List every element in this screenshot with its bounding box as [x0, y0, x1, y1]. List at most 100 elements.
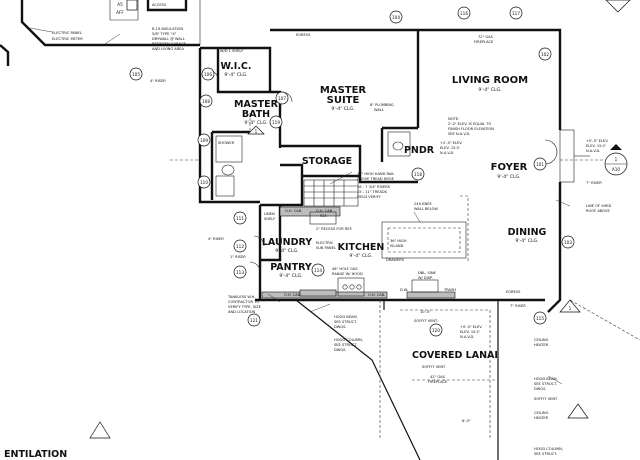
tag-bubble	[269, 115, 283, 129]
note-riser-4b: 4" RISER	[208, 237, 224, 241]
ceiling-laundry: 9'-4" CLG.	[275, 248, 298, 254]
tag-bubble	[561, 235, 575, 249]
note-hood-column-1: HOOD COLUMN,	[334, 338, 363, 342]
note-ceiling-heater-3: CEILING	[534, 411, 549, 415]
garage-outline	[0, 0, 201, 66]
note-handrail-2: ABOVE TREAD NOSE	[357, 177, 395, 181]
note-hood-column-right-1: HOOD COLUMN,	[534, 447, 563, 451]
note-shelf: SHELF	[264, 217, 275, 221]
note-lanai-elev-3: N.A.V.D.	[460, 335, 474, 339]
staircase	[303, 179, 359, 207]
tag-bubble	[509, 6, 523, 20]
revision-triangle	[559, 299, 581, 313]
note-risers-3: FIELD VERIFY	[357, 195, 382, 199]
room-label-pndr: PNDR	[404, 145, 435, 156]
tag-bubble	[429, 323, 443, 337]
ceiling-pantry: 9'-4" CLG.	[279, 273, 302, 279]
note-electric-meter: ELECTRIC METER	[52, 37, 83, 41]
note-wd-shelf: W/D 1 SHELF	[220, 49, 243, 53]
note-soffit-vent-2: SOFFIT VENT	[422, 365, 446, 369]
note-electric-sub-2: SUB PANEL	[316, 246, 336, 250]
section-number: 1	[615, 157, 618, 162]
tag-bubble	[411, 167, 425, 181]
note-oh-cab-2: O.H. CAB	[316, 209, 333, 213]
tag-bubble	[275, 91, 289, 105]
tag-121: 121	[250, 318, 258, 323]
tag-113: 113	[236, 270, 244, 275]
note-oh-cab-1: O.H. CAB.	[285, 209, 302, 213]
room-label-master-suite-1: MASTER	[320, 85, 367, 96]
note-egress-right: EGRESS	[506, 290, 521, 294]
note-between-garage: BETWEEN GARAGE	[152, 42, 187, 46]
note-hood-column-right-2: SEE STRUCT.	[534, 452, 557, 456]
note-soffit-vent: SOFFIT VENT	[414, 319, 438, 323]
tag-117: 117	[512, 11, 520, 16]
tag-108: 108	[202, 99, 210, 104]
note-ceiling-heater-1: CEILING	[534, 338, 549, 342]
revision-triangle	[605, 0, 631, 13]
tag-119: 119	[272, 120, 280, 125]
note-hood-beam-1: HOOD BEAM,	[334, 315, 358, 319]
tag-bubble	[533, 157, 547, 171]
ceiling-wic: 9'-4" CLG.	[224, 72, 247, 78]
note-elev-2: 2'-0" ELEV. IS EQUAL TO	[448, 122, 491, 126]
room-label-laundry: LAUNDRY	[262, 237, 312, 248]
note-oh-cab-4: O.H. CAB.	[368, 293, 385, 297]
note-elev-right-2: ELEV. 15.0'	[586, 144, 606, 148]
note-living-area: AND LIVING AREA	[152, 47, 184, 51]
kitchen-fixtures	[309, 211, 467, 297]
note-electric-panel: ELECTRIC PANEL	[52, 31, 82, 35]
tag-bubble	[233, 265, 247, 279]
note-hood-beam-3: DWGS.	[334, 325, 347, 329]
note-drywall: DRYWALL @ WALL	[152, 37, 185, 41]
tag-bubble	[311, 263, 325, 277]
ceiling-kitchen: 9'-4" CLG.	[349, 253, 372, 259]
note-ceiling-heater-2: HEATER	[534, 343, 549, 347]
note-risers-1: 16 - 7 3/4" RISERS	[357, 185, 391, 189]
note-type-x: 5/8" TYPE "X"	[152, 32, 177, 36]
tag-bubble	[233, 239, 247, 253]
tag-115: 115	[536, 316, 544, 321]
tag-bubble	[129, 67, 143, 81]
note-insulation: R-19 INSULATION	[152, 27, 183, 31]
note-riser-1: 1" RISER	[230, 255, 246, 259]
note-ceiling-heater-4: HEATER	[534, 416, 549, 420]
room-label-foyer: FOYER	[491, 162, 528, 173]
note-elev-a: +2'-0" ELEV.	[440, 141, 462, 145]
note-plumbing-wall-2: WALL	[374, 108, 384, 112]
note-elev-4: SEE N.A.V.D.	[448, 132, 470, 136]
note-trash: TRASH	[443, 288, 456, 292]
note-knee-wall-1: 24X KNEE	[414, 202, 432, 206]
tag-112: 112	[236, 244, 244, 249]
tag-101: 101	[536, 162, 544, 167]
tag-bubbles	[129, 6, 575, 337]
note-elev-right-1: +0'-0" ELEV.	[586, 139, 608, 143]
note-linen-shelf: LINEN	[264, 212, 275, 216]
tag-bubble	[201, 67, 215, 81]
dashed-lines	[170, 159, 640, 440]
tag-105: 105	[132, 72, 140, 77]
tag-107: 107	[278, 96, 286, 101]
hatch-walls	[261, 206, 456, 299]
tag-bubble	[457, 6, 471, 20]
tag-109: 109	[200, 138, 208, 143]
note-hood-beam-2: SEE STRUCT.	[334, 320, 357, 324]
room-label-pantry: PANTRY	[270, 262, 312, 273]
note-knee-wall-2: WALL BELOW	[414, 207, 438, 211]
tag-114: 114	[314, 268, 322, 273]
note-island-1: 36" HIGH	[390, 239, 407, 243]
note-disposal: W/ DISP.	[418, 276, 433, 280]
note-elev-1: NOTE:	[448, 117, 459, 121]
ceiling-dining: 9'-4" CLG.	[515, 238, 538, 244]
note-range-hood-2: RANGE W/ HOOD	[332, 272, 363, 276]
room-label-storage: STORAGE	[302, 156, 352, 167]
note-island-2: ISLAND	[390, 244, 404, 248]
room-label-master-bath-2: BATH	[242, 109, 270, 120]
tag-106: 106	[204, 72, 212, 77]
tag-120: 120	[432, 328, 440, 333]
note-gas-fireplace-2: 42" GAS	[430, 375, 446, 379]
note-tankless-2: CONTRACTOR TO	[228, 300, 259, 304]
ceiling-master-bath: 9'-4" CLG.	[244, 120, 267, 126]
note-risers-2: 15 - 11" TREADS	[357, 190, 388, 194]
note-elev-right-3: N.A.V.D.	[586, 149, 600, 153]
